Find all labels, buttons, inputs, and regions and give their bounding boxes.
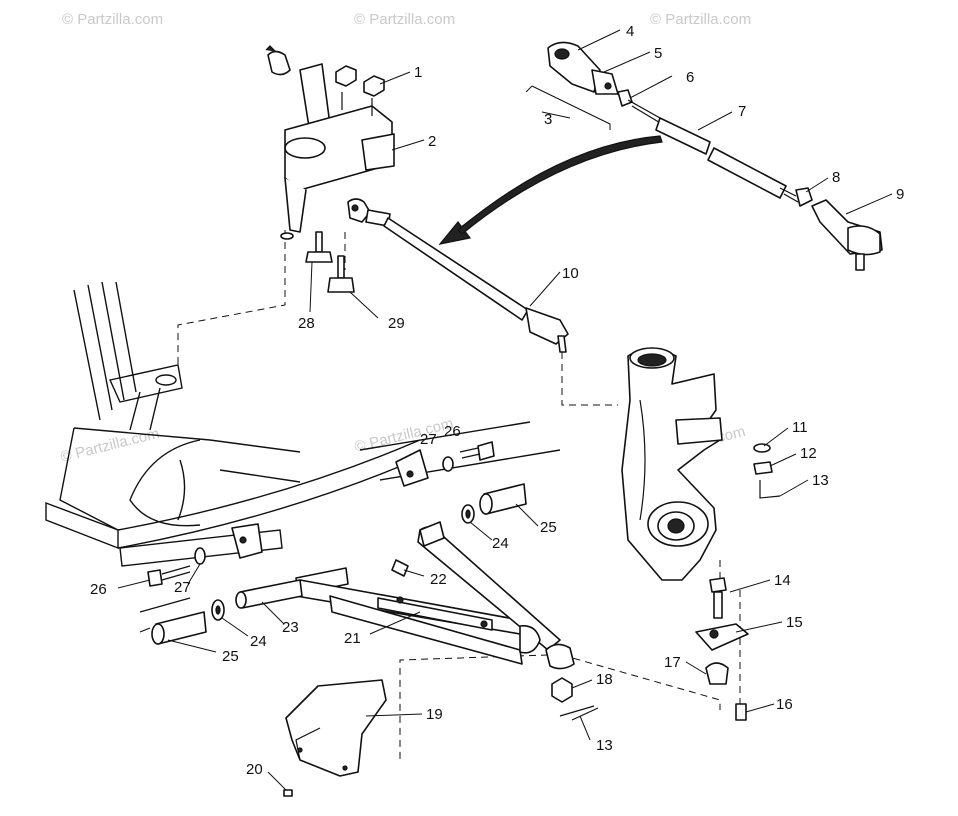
callout-1: 1 (414, 64, 422, 81)
callout-21: 21 (344, 630, 361, 647)
callout-27-left: 27 (174, 579, 191, 596)
callout-16: 16 (776, 696, 793, 713)
callout-25-left: 25 (222, 648, 239, 665)
watermark: © Partzilla.com (353, 415, 455, 456)
callout-22: 22 (430, 571, 447, 588)
callout-18: 18 (596, 671, 613, 688)
left-bushings (139, 597, 225, 645)
callout-20: 20 (246, 761, 263, 778)
callout-27-right: 27 (420, 431, 437, 448)
callout-24-left: 24 (250, 633, 267, 650)
callout-8: 8 (832, 169, 840, 186)
a-arm (235, 521, 575, 670)
callout-15: 15 (786, 614, 803, 631)
callout-5: 5 (654, 45, 662, 62)
callout-9: 9 (896, 186, 904, 203)
callout-19: 19 (426, 706, 443, 723)
spindle-knuckle (621, 347, 723, 581)
callout-numbers: 1 2 3 4 5 6 7 8 9 10 11 12 13 14 15 16 1… (90, 23, 904, 778)
callout-24-right: 24 (492, 535, 509, 552)
callout-14: 14 (774, 572, 791, 589)
tie-rod-end-assembly (525, 41, 883, 271)
callout-13: 13 (812, 472, 829, 489)
steering-post-assembly (265, 45, 395, 293)
callout-7: 7 (738, 103, 746, 120)
watermark: © Partzilla.com (62, 11, 163, 28)
callout-4: 4 (626, 23, 634, 40)
callout-12: 12 (800, 445, 817, 462)
assembly-arrow (438, 135, 663, 245)
callout-26-right: 26 (444, 423, 461, 440)
mounting-bolts (147, 441, 495, 587)
knuckle-hardware (551, 443, 781, 721)
callout-17: 17 (664, 654, 681, 671)
callout-2: 2 (428, 133, 436, 150)
callout-3: 3 (544, 111, 552, 128)
callout-26-left: 26 (90, 581, 107, 598)
watermark: © Partzilla.com (354, 11, 455, 28)
callout-29: 29 (388, 315, 405, 332)
watermark: © Partzilla.com (650, 11, 751, 28)
callout-10: 10 (562, 265, 579, 282)
callout-6: 6 (686, 69, 694, 86)
tie-rod-assembly (347, 198, 569, 353)
frame-chassis (45, 281, 561, 567)
right-bushings (461, 483, 527, 524)
callout-leaders (117, 29, 893, 791)
callout-23: 23 (282, 619, 299, 636)
skid-plate (283, 679, 387, 797)
callout-25-right: 25 (540, 519, 557, 536)
callout-13-lower: 13 (596, 737, 613, 754)
callout-11: 11 (792, 419, 808, 436)
callout-28: 28 (298, 315, 315, 332)
